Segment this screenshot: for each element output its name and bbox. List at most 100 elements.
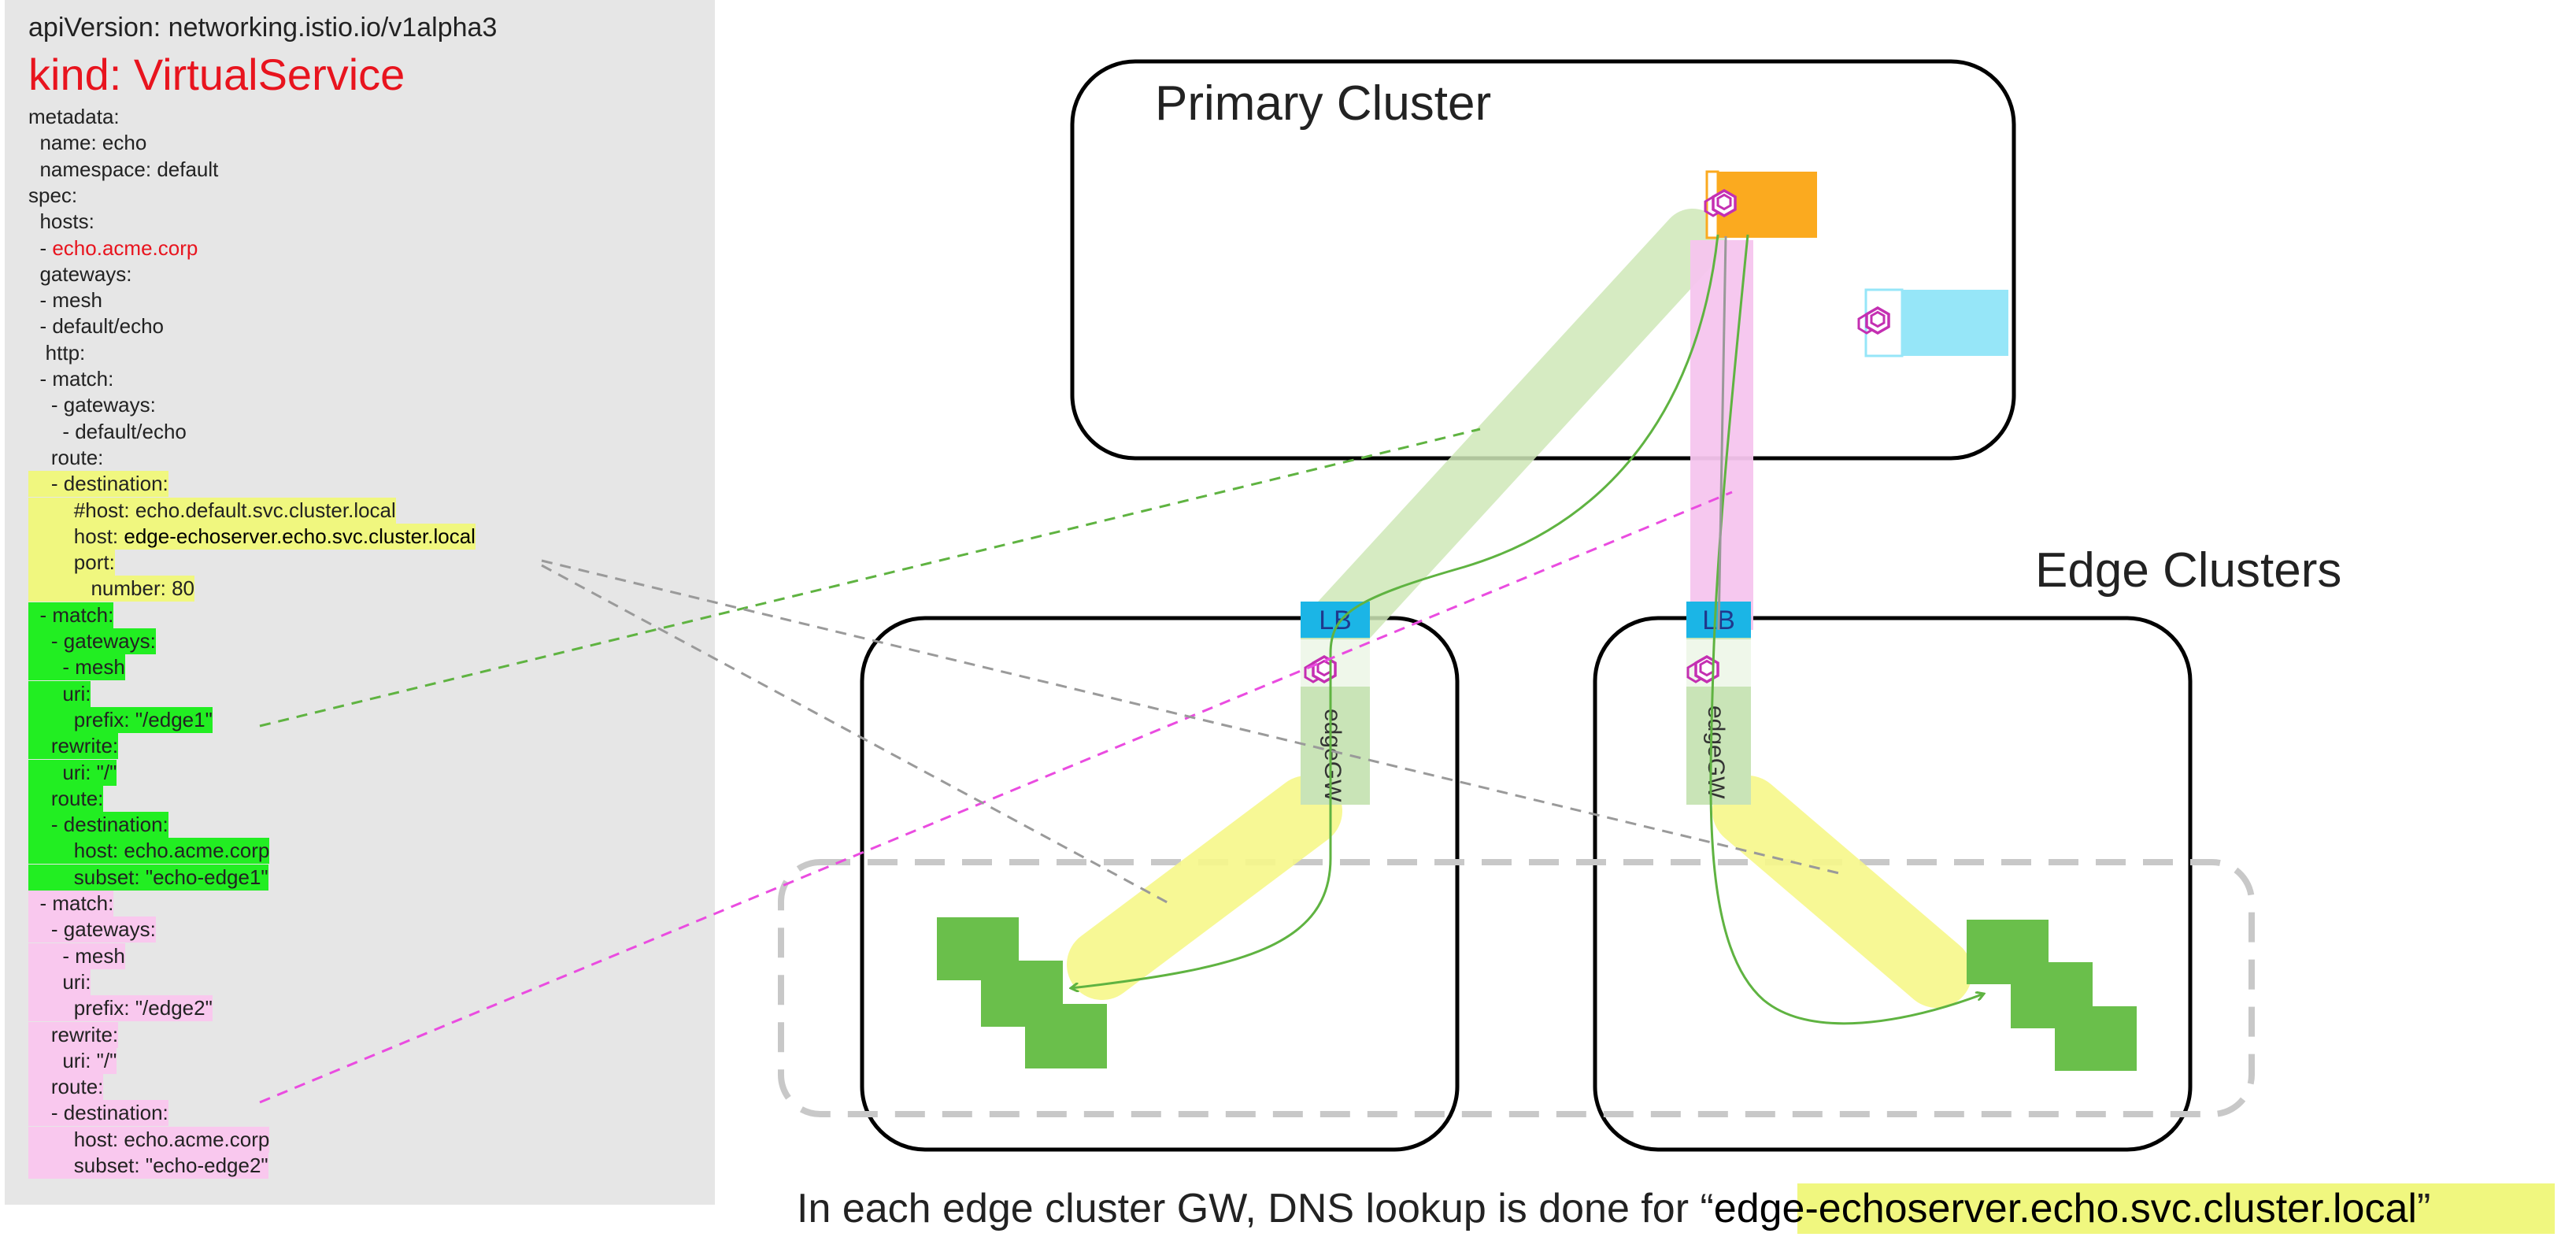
yaml-line: host: echo.acme.corp bbox=[28, 838, 270, 865]
edge2-gw-to-workload-band bbox=[1712, 776, 1972, 1008]
yaml-line-text: - destination: bbox=[28, 1100, 168, 1127]
yaml-destination-host-value: edge-echoserver.echo.svc.cluster.local bbox=[124, 524, 476, 548]
yaml-line-text: - mesh bbox=[28, 942, 125, 969]
yaml-line: rewrite: bbox=[28, 1021, 119, 1048]
primary-service-light-blue bbox=[1901, 290, 2008, 356]
edge2-match-connector bbox=[259, 491, 1733, 1104]
yaml-code-panel: apiVersion: networking.istio.io/v1alpha3… bbox=[5, 0, 715, 1205]
yaml-kind: kind: VirtualService bbox=[28, 50, 405, 99]
edge2-workload-pods bbox=[1967, 920, 2137, 1071]
destination-host-connector-2 bbox=[541, 559, 1843, 876]
caption-prefix: In each edge cluster GW, DNS lookup is d… bbox=[797, 1186, 1714, 1231]
yaml-line-text: host: echo.acme.corp bbox=[28, 838, 270, 865]
yaml-line-text: uri: "/" bbox=[28, 759, 117, 786]
yaml-line: - mesh bbox=[28, 287, 102, 313]
caption-host-highlight: edge-echoserver.echo.svc.cluster.local bbox=[1714, 1186, 2417, 1231]
yaml-line-text: prefix: "/edge2" bbox=[28, 995, 213, 1022]
yaml-line: route: bbox=[28, 445, 104, 471]
yaml-line: - echo.acme.corp bbox=[28, 235, 198, 261]
yaml-line: - destination: bbox=[28, 812, 168, 839]
yaml-line: uri: bbox=[28, 968, 91, 995]
yaml-line: rewrite: bbox=[28, 733, 119, 760]
yaml-line-text: - match: bbox=[28, 367, 114, 391]
yaml-line: uri: bbox=[28, 680, 91, 707]
yaml-line: hosts: bbox=[28, 209, 94, 235]
yaml-line-text: host: edge-echoserver.echo.svc.cluster.l… bbox=[28, 523, 476, 550]
yaml-line: - match: bbox=[28, 602, 114, 628]
yaml-line: - destination: bbox=[28, 471, 168, 498]
yaml-line-text: - match: bbox=[28, 602, 114, 628]
primary-vertical-link bbox=[1717, 235, 1727, 631]
yaml-line: - default/echo bbox=[28, 313, 164, 339]
workload-region-dashed-box bbox=[778, 859, 2255, 1117]
yaml-line-text: route: bbox=[28, 1074, 104, 1101]
yaml-line: - default/echo bbox=[28, 419, 187, 445]
yaml-line: host: echo.acme.corp bbox=[28, 1126, 270, 1153]
yaml-line-text: number: 80 bbox=[28, 576, 194, 602]
yaml-line-text: - default/echo bbox=[28, 419, 187, 443]
yaml-line-text: - echo.acme.corp bbox=[28, 235, 198, 260]
envoy-proxy-icon bbox=[1857, 306, 1890, 335]
primary-cluster-box bbox=[1070, 59, 2016, 461]
yaml-line-text: - destination: bbox=[28, 471, 168, 498]
yaml-line-text: route: bbox=[28, 445, 104, 469]
yaml-line-text: uri: bbox=[28, 680, 91, 707]
yaml-line: - match: bbox=[28, 891, 114, 917]
edge-cluster-1-box bbox=[860, 616, 1460, 1152]
yaml-line: route: bbox=[28, 1074, 104, 1101]
yaml-line: host: edge-echoserver.echo.svc.cluster.l… bbox=[28, 523, 476, 550]
yaml-line: - gateways: bbox=[28, 917, 156, 943]
yaml-line: spec: bbox=[28, 183, 77, 209]
yaml-line: namespace: default bbox=[28, 157, 218, 183]
primary-to-edge1-traffic-band bbox=[1307, 209, 1724, 657]
yaml-line-text: route: bbox=[28, 785, 104, 812]
yaml-line: - gateways: bbox=[28, 628, 156, 654]
yaml-line: port: bbox=[28, 550, 115, 576]
yaml-line: prefix: "/edge2" bbox=[28, 995, 213, 1022]
caption-highlight-bg bbox=[1797, 1183, 2555, 1234]
yaml-line: gateways: bbox=[28, 261, 132, 287]
yaml-line: name: echo bbox=[28, 130, 146, 156]
yaml-line-text: - gateways: bbox=[28, 393, 156, 417]
yaml-line-text: gateways: bbox=[28, 261, 132, 286]
yaml-line: - destination: bbox=[28, 1100, 168, 1127]
primary-cluster-label: Primary Cluster bbox=[1155, 76, 1491, 131]
yaml-line-text: - mesh bbox=[28, 288, 102, 313]
yaml-line: http: bbox=[28, 340, 86, 366]
edge1-gw-to-workload-band bbox=[1067, 776, 1342, 1000]
yaml-line-text: http: bbox=[28, 340, 86, 365]
yaml-line: prefix: "/edge1" bbox=[28, 706, 213, 733]
yaml-line-text: host: echo.acme.corp bbox=[28, 1126, 270, 1153]
yaml-line: number: 80 bbox=[28, 576, 194, 602]
yaml-line: - gateways: bbox=[28, 392, 156, 418]
yaml-line-text: prefix: "/edge1" bbox=[28, 706, 213, 733]
yaml-line-text: - match: bbox=[28, 891, 114, 917]
yaml-line-text: port: bbox=[28, 550, 115, 576]
yaml-line-text: namespace: default bbox=[28, 157, 219, 181]
yaml-line: route: bbox=[28, 785, 104, 812]
yaml-line-text: hosts: bbox=[28, 209, 94, 234]
edge-clusters-label: Edge Clusters bbox=[2035, 543, 2341, 598]
edge1-workload-pods bbox=[937, 917, 1107, 1068]
yaml-line-text: spec: bbox=[28, 183, 78, 207]
yaml-line-text: - gateways: bbox=[28, 917, 156, 943]
yaml-line-text: - default/echo bbox=[28, 314, 164, 339]
yaml-line: uri: "/" bbox=[28, 1047, 117, 1074]
yaml-line-text: - destination: bbox=[28, 812, 168, 839]
dns-lookup-caption: In each edge cluster GW, DNS lookup is d… bbox=[797, 1186, 2430, 1231]
yaml-api-version: apiVersion: networking.istio.io/v1alpha3 bbox=[28, 13, 498, 43]
yaml-line-text: subset: "echo-edge1" bbox=[28, 864, 268, 891]
yaml-line-text: rewrite: bbox=[28, 1021, 119, 1048]
yaml-line: metadata: bbox=[28, 104, 120, 130]
yaml-line: - mesh bbox=[28, 654, 125, 681]
yaml-line-text: metadata: bbox=[28, 105, 120, 128]
request-path-edge1 bbox=[1071, 234, 1719, 988]
caption-suffix: ” bbox=[2417, 1186, 2430, 1231]
yaml-line-text: subset: "echo-edge2" bbox=[28, 1153, 268, 1179]
yaml-host-value: echo.acme.corp bbox=[52, 235, 198, 260]
yaml-line: uri: "/" bbox=[28, 759, 117, 786]
yaml-line: subset: "echo-edge1" bbox=[28, 864, 268, 891]
yaml-line-text: - gateways: bbox=[28, 628, 156, 654]
yaml-line-text: #host: echo.default.svc.cluster.local bbox=[28, 497, 396, 524]
